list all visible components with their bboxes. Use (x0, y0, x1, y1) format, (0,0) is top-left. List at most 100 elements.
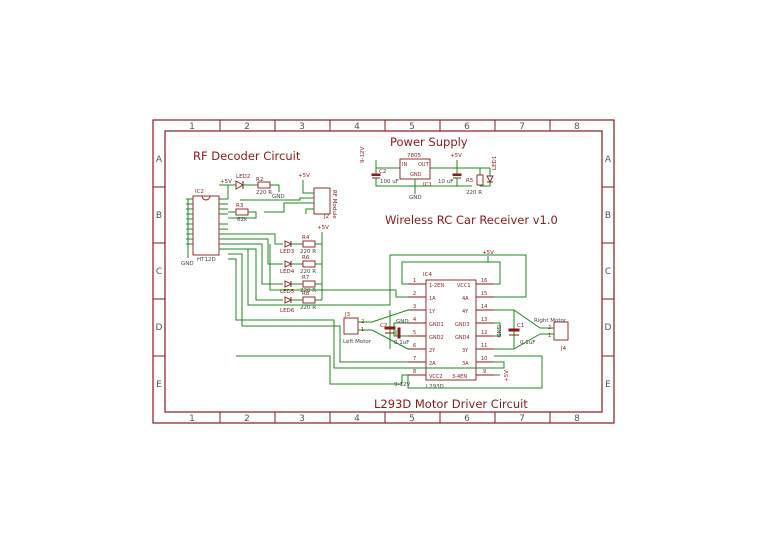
pin-name: 1-2EN (429, 283, 444, 289)
j3-label: J3 (344, 312, 351, 318)
led4-label: LED4 (280, 269, 295, 275)
row-label-right: C (605, 267, 611, 277)
j3-pin1: 1 (361, 327, 364, 333)
led3-label: LED3 (280, 249, 295, 255)
pin-name: GND4 (455, 335, 470, 341)
pin-number: 14 (481, 304, 487, 310)
driver-left-pins: 1 1-2EN 2 1A 3 1Y 4 GND1 5 GND2 6 2Y 7 2… (413, 278, 444, 380)
regulator-in: IN (402, 162, 407, 168)
r3-resistor (228, 208, 257, 219)
col-label-top: 8 (574, 122, 580, 132)
r7-value: 220 R (300, 288, 316, 294)
pin-number: 1 (413, 278, 416, 284)
pin-name: 1Y (429, 309, 436, 315)
r7-label: R7 (302, 275, 310, 281)
rf-module-label: RF Module (331, 190, 337, 219)
r6-label: R6 (302, 255, 310, 261)
main-title: Wireless RC Car Receiver v1.0 (385, 213, 558, 227)
col-label-top: 4 (354, 122, 360, 132)
decoder-gnd-label: GND (181, 261, 194, 267)
driver-gnd-left: GND (396, 319, 409, 325)
r3-label: R3 (236, 203, 244, 209)
r4-value: 220 R (300, 249, 316, 255)
pin-name: VCC2 (429, 374, 443, 380)
power-c2-value: 100 uF (380, 179, 399, 185)
decoder-gnd2-label: GND (272, 194, 285, 200)
power-c2-label: C2 (379, 169, 386, 175)
ic2-label: IC2 (195, 189, 204, 195)
r4-label: R4 (302, 235, 310, 241)
row-label-right: E (605, 380, 611, 390)
col-label-top: 6 (464, 122, 470, 132)
col-label-bottom: 4 (354, 414, 360, 424)
driver-c2-label: C2 (380, 323, 387, 329)
pin-name: GND1 (429, 322, 444, 328)
led5-label: LED5 (280, 289, 295, 295)
j4-pin1: 1 (548, 333, 551, 339)
left-motor-label: Left Motor (343, 339, 372, 345)
r3-value: 62k (237, 217, 248, 223)
row-label-right: A (605, 155, 612, 165)
ic4-label: IC4 (423, 272, 432, 278)
r2-value: 220 R (256, 190, 272, 196)
pin-name: 2Y (429, 348, 436, 354)
col-label-bottom: 1 (189, 414, 195, 424)
pin-number: 6 (413, 343, 416, 349)
led6-label: LED6 (280, 308, 295, 314)
col-label-bottom: 3 (299, 414, 305, 424)
r6-value: 220 R (300, 269, 316, 275)
col-label-bottom: 6 (464, 414, 470, 424)
j4-pin2: 2 (548, 325, 551, 331)
regulator-label: 7805 (407, 153, 421, 159)
pin-name: 3-4EN (452, 374, 467, 380)
pin-number: 5 (413, 330, 416, 336)
row-label-left: A (156, 155, 163, 165)
col-label-bottom: 7 (519, 414, 525, 424)
pin-name: VCC1 (457, 283, 471, 289)
pin-number: 9 (483, 369, 486, 375)
led2-label: LED2 (236, 174, 250, 180)
col-label-top: 1 (189, 122, 195, 132)
power-supply-title: Power Supply (390, 135, 468, 149)
row-label-right: D (605, 323, 612, 333)
pin-name: GND3 (455, 322, 470, 328)
led-array (228, 232, 323, 304)
r5-label: R5 (466, 178, 474, 184)
led2-r2-branch (219, 180, 280, 199)
row-label-left: B (156, 211, 162, 221)
driver-wiring (228, 244, 543, 389)
pin-number: 15 (481, 291, 487, 297)
j4-label: J4 (560, 346, 567, 352)
driver-vin-label: 9-12V (394, 382, 410, 388)
decoder-vcc-label: +5V (220, 179, 232, 185)
ic2-value: HT12D (197, 257, 216, 263)
col-label-top: 5 (409, 122, 415, 132)
rf-module-connector-j2 (240, 180, 331, 215)
led-vcc-label: +5V (317, 225, 329, 231)
col-label-bottom: 2 (244, 414, 250, 424)
power-c4-value: 10 uF (438, 179, 453, 185)
j2-label: J2 (323, 214, 329, 220)
driver-c1-value: 0.1uF (520, 340, 535, 346)
col-label-bottom: 5 (409, 414, 415, 424)
pin-number: 8 (413, 369, 416, 375)
pin-number: 10 (481, 356, 487, 362)
pin-name: 3Y (462, 348, 469, 354)
left-motor-section (343, 309, 409, 350)
power-gnd-label: GND (409, 195, 422, 201)
rf-decoder-title: RF Decoder Circuit (193, 149, 301, 163)
driver-c1-label: C1 (517, 323, 524, 329)
col-label-top: 7 (519, 122, 525, 132)
driver-right-pins: 16 VCC1 15 4A 14 4Y 13 GND3 12 GND4 11 3… (452, 278, 487, 380)
pin-name: 1A (429, 296, 436, 302)
row-label-right: B (605, 211, 611, 221)
pin-name: 2A (429, 361, 436, 367)
regulator-gnd: GND (410, 172, 422, 178)
pin-number: 3 (413, 304, 416, 310)
power-vcc-label: +5V (450, 153, 462, 159)
pin-number: 11 (481, 343, 487, 349)
power-supply-circuit (371, 158, 494, 194)
right-motor-section (494, 309, 569, 350)
power-input-label: 9-12V (360, 147, 366, 163)
